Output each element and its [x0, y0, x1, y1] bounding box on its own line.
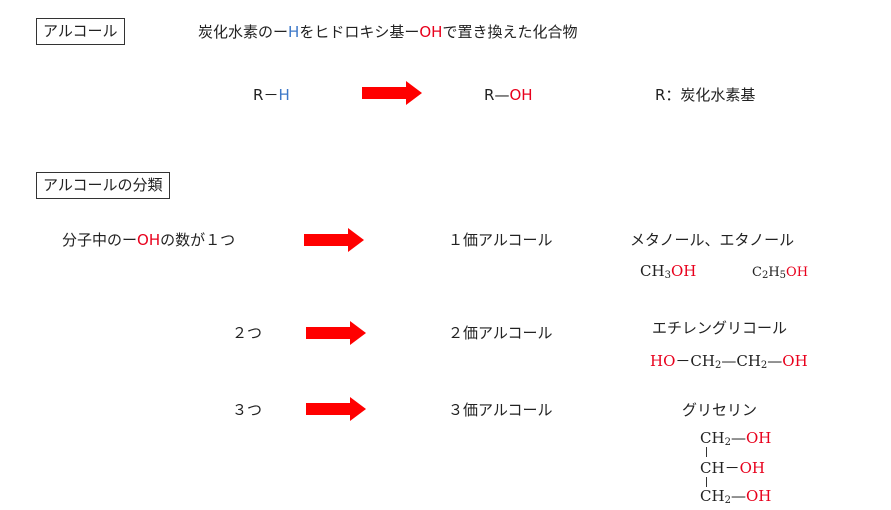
gly-l1-ch: CH [700, 429, 725, 447]
reaction-left-dash: － [263, 86, 279, 104]
definition-part2: をヒドロキシ基 [299, 23, 405, 41]
reaction-left-h: H [278, 86, 290, 104]
eg-dash3: — [767, 352, 783, 370]
row1-count-dash: ー [122, 231, 138, 249]
eg-oh: OH [782, 352, 808, 370]
row3-arrow-icon [306, 397, 366, 421]
gly-l1-oh: OH [745, 429, 772, 447]
glycerin-line1: CH2—OH [700, 428, 771, 448]
ethanol-h: H [768, 265, 780, 280]
row1-valence: １価アルコール [448, 231, 553, 249]
row1-count: 分子中のーOHの数が１つ [62, 230, 235, 250]
methanol-ch: CH [640, 262, 665, 280]
definition-h: H [288, 23, 300, 41]
ethanol-sub2: 5 [779, 270, 787, 281]
ethanol-c: C [752, 265, 762, 280]
section-label-classification: アルコールの分類 [36, 172, 170, 199]
reaction-left-r: R [253, 86, 264, 104]
gly-l3-oh: OH [745, 487, 772, 505]
gly-l2-oh: OH [739, 459, 765, 477]
definition-part3: で置き換えた化合物 [442, 23, 578, 41]
row3-count: ３つ [232, 401, 263, 419]
definition-dash1: ー [273, 23, 289, 41]
definition-oh: OH [419, 23, 443, 41]
eg-sub-b: 2 [760, 360, 768, 371]
row2-count: ２つ [232, 324, 263, 342]
row2-examples-name: エチレングリコール [652, 319, 788, 337]
glycerin-bond-2 [706, 477, 707, 487]
reaction-arrow-icon [362, 81, 422, 105]
reaction-right-oh: OH [509, 86, 533, 104]
row2-valence: ２価アルコール [448, 324, 553, 342]
gly-l3-dash: — [730, 487, 746, 505]
gly-l1-dash: — [730, 429, 746, 447]
row3-examples-name: グリセリン [682, 401, 758, 419]
methanol-oh: OH [670, 262, 697, 280]
row1-count-prefix: 分子中の [62, 231, 123, 249]
eg-dash1: － [675, 352, 691, 370]
ethylene-glycol-formula: HO－CH2—CH2—OH [650, 351, 808, 371]
eg-ho: HO [650, 352, 676, 370]
gly-l3-ch: CH [700, 487, 725, 505]
section-label-alcohol: アルコール [36, 18, 125, 45]
row1-arrow-icon [304, 228, 364, 252]
row1-examples-name: メタノール、エタノール [630, 231, 795, 249]
reaction-right: R—OH [484, 85, 533, 105]
row1-count-oh: OH [137, 231, 161, 249]
gly-l2-ch: CH [700, 459, 725, 477]
reaction-note: R：炭化水素基 [655, 86, 756, 104]
ethanol-sub1: 2 [761, 270, 769, 281]
gly-l3-sub: 2 [724, 495, 731, 506]
eg-ch-b: CH [736, 352, 761, 370]
row3-valence: ３価アルコール [448, 401, 553, 419]
glycerin-bond-1 [706, 447, 707, 457]
row1-count-suffix: の数が１つ [160, 231, 236, 249]
definition-dash2: ー [404, 23, 420, 41]
definition-part1: 炭化水素の [198, 23, 274, 41]
gly-l2-dash: － [724, 459, 740, 477]
row2-arrow-icon [306, 321, 366, 345]
reaction-right-r: R [484, 86, 495, 104]
eg-sub-a: 2 [714, 360, 722, 371]
methanol-formula: CH3OH [640, 261, 696, 281]
eg-ch-a: CH [690, 352, 715, 370]
alcohol-definition: 炭化水素のーHをヒドロキシ基ーOHで置き換えた化合物 [198, 22, 577, 42]
ethanol-formula: C2H5OH [752, 263, 808, 283]
reaction-right-dash: — [494, 86, 510, 104]
reaction-left: R－H [253, 85, 290, 105]
methanol-sub: 3 [664, 270, 671, 281]
glycerin-line3: CH2—OH [700, 486, 771, 506]
ethanol-oh: OH [786, 265, 809, 280]
eg-dash2: — [721, 352, 737, 370]
glycerin-line2: CH－OH [700, 458, 765, 478]
gly-l1-sub: 2 [724, 437, 731, 448]
